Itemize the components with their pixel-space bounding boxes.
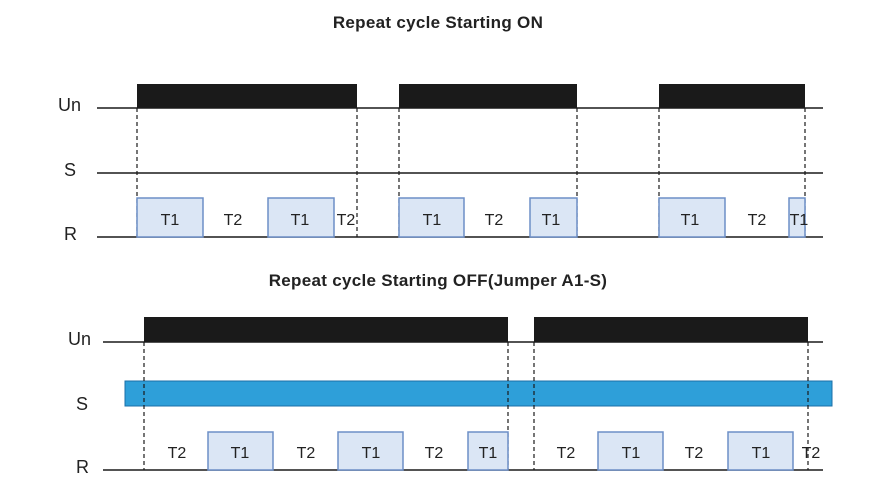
diagram2-r-label-4: T1 [362,445,381,462]
diagram1-t1-box [398,197,465,238]
diagram2-s-label: S [76,394,88,414]
diagram1-un-label: Un [58,95,81,115]
diagram1-un-pulse [137,84,357,108]
diagram2-r-label: R [76,457,89,477]
diagram1-r-label-3: T1 [291,212,310,229]
diagram1-t1-box [136,197,204,238]
diagram2-r-label-8: T1 [622,445,641,462]
diagram1-s-label: S [64,160,76,180]
diagram1-r-label: R [64,224,77,244]
diagram2-un-pulse [144,317,508,342]
diagram2: Un S R T2 T1 T2 T1 [68,317,833,477]
diagram1-r-label-7: T1 [542,212,561,229]
diagram1-r-label-4: T2 [337,212,356,229]
diagram2-s-bar [124,380,833,407]
diagram2-r-label-3: T2 [297,445,316,462]
diagram2-r-label-2: T1 [231,445,250,462]
diagram1-r-label-10: T1 [790,212,809,229]
diagram1-un-pulse [399,84,577,108]
diagram2-t1-box [467,431,509,471]
diagram1: Un S R T1 T [58,84,823,244]
diagram1-r-label-5: T1 [423,212,442,229]
diagram1-t1-box [267,197,335,238]
diagram2-r-label-5: T2 [425,445,444,462]
diagram2-un-pulse [534,317,808,342]
diagram1-title: Repeat cycle Starting ON [332,13,544,32]
diagram2-t1-box [727,431,794,471]
diagram1-t1-box [529,197,578,238]
diagram1-r-label-2: T2 [224,212,243,229]
diagram1-r-label-9: T2 [748,212,767,229]
diagram2-r-label-7: T2 [557,445,576,462]
diagram2-r-label-9: T2 [685,445,704,462]
diagram2-t1-box [597,431,664,471]
diagram2-un-label: Un [68,329,91,349]
diagram2-title: Repeat cycle Starting OFF(Jumper A1-S) [268,271,608,290]
diagram2-r-label-10: T1 [752,445,771,462]
diagram2-t1-box [337,431,404,471]
diagram1-r-label-6: T2 [485,212,504,229]
diagram2-r-label-6: T1 [479,445,498,462]
diagram1-r-label-1: T1 [161,212,180,229]
diagram1-t1-box [788,197,806,238]
diagram2-r-label-1: T2 [168,445,187,462]
diagram1-t1-box [658,197,726,238]
diagram2-r-label-11: T2 [802,445,821,462]
diagram1-r-label-8: T1 [681,212,700,229]
diagram2-t1-box [207,431,274,471]
diagram1-un-pulse [659,84,805,108]
